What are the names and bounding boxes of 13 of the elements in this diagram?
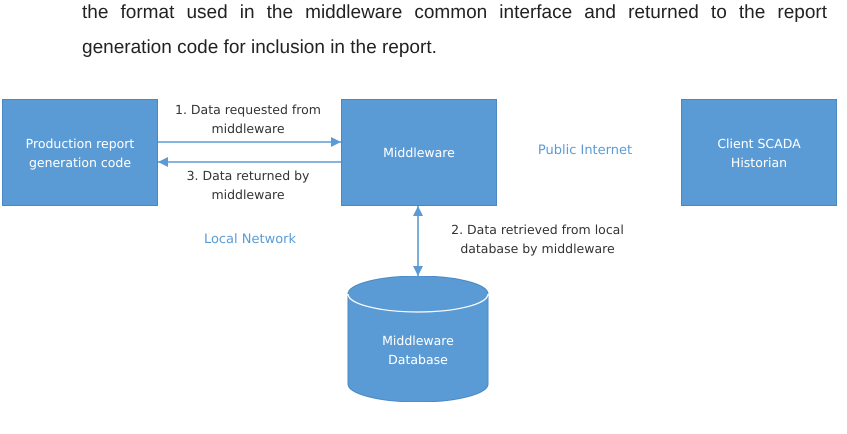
network-label: Local Network [202,232,298,247]
process-box [2,99,158,206]
process-box [681,99,837,206]
arrow [158,137,341,147]
node-label: Middleware Database [381,332,455,369]
node-label: Production report generation code [24,134,136,172]
process-box [341,99,497,206]
network-label: Public Internet [536,143,634,158]
node-label: Middleware [383,144,455,162]
arrow [413,206,423,276]
paragraph: the format used in the middleware common interface and returned to the report generation code for inclusion in the report. [82,1,827,60]
arrow [158,157,341,167]
node-label: Client SCADA Historian [716,134,802,172]
